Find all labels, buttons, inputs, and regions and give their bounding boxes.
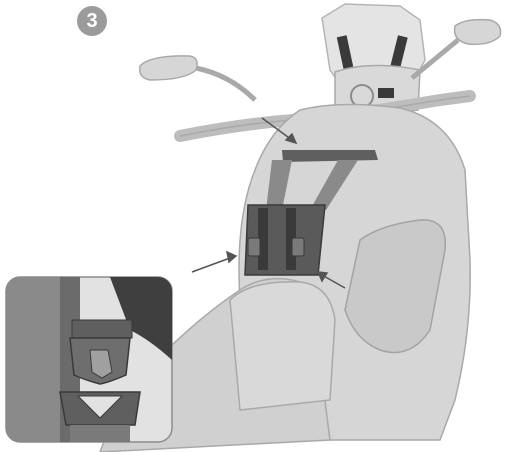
- strap-upper: [282, 150, 378, 162]
- buckle-left: [248, 238, 260, 256]
- mirror-right: [412, 20, 501, 78]
- arrow-to-left-buckle: [192, 252, 236, 272]
- buckle-detail-inset: [6, 277, 172, 445]
- buckle-right: [292, 238, 304, 256]
- step-number-badge: 3: [77, 6, 107, 36]
- mirror-left: [140, 56, 255, 100]
- tank-bag: [230, 282, 335, 410]
